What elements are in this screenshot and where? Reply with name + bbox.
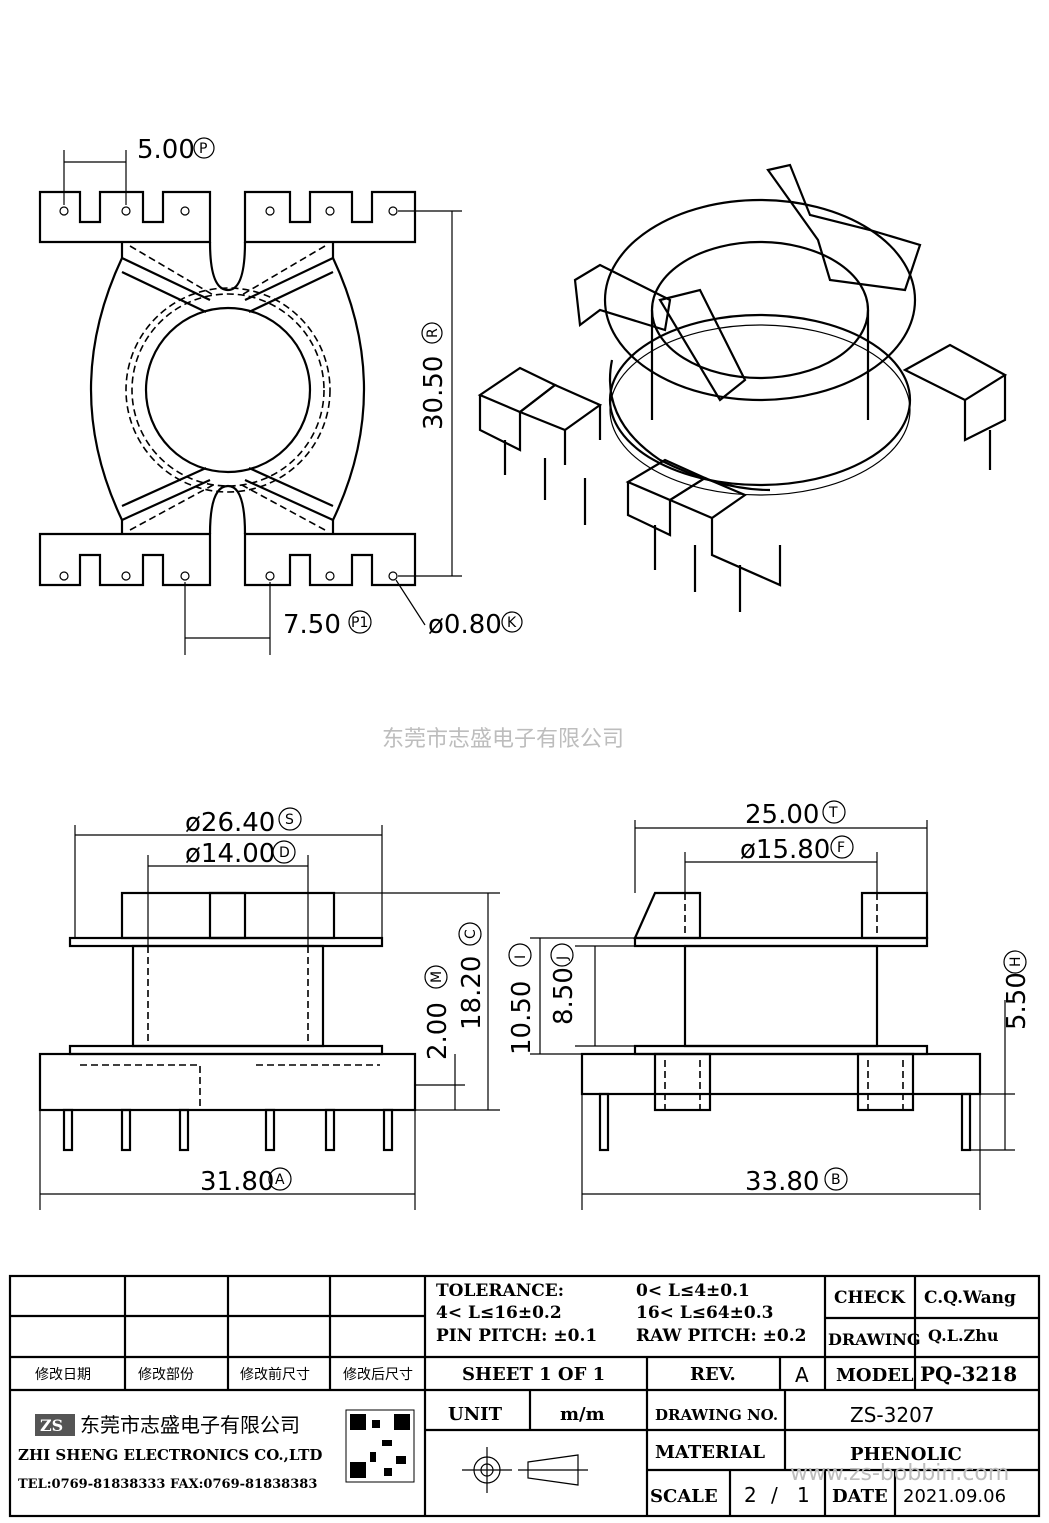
- sheet-info: SHEET 1 OF 1: [462, 1364, 605, 1385]
- drawing-no-value: ZS-3207: [850, 1403, 935, 1427]
- scale-label: SCALE: [650, 1486, 718, 1507]
- material-value: PHENOLIC: [850, 1444, 962, 1465]
- projection-symbol: [462, 1447, 588, 1493]
- dim-tag-t: T: [828, 805, 838, 821]
- tolerance-2: 4< L≤16±0.2: [436, 1303, 562, 1323]
- dim-tag-d: D: [279, 845, 290, 861]
- raw-pitch: RAW PITCH: ±0.2: [636, 1326, 806, 1346]
- drawing-value: Q.L.Zhu: [928, 1326, 999, 1345]
- dim-tag-k: K: [507, 615, 517, 631]
- side-view: 25.00 T ø15.80 F 10.50 I 8.50 J 5.50 H 3…: [507, 800, 1032, 1210]
- dim-tag-r: R: [425, 328, 441, 338]
- date-label: DATE: [832, 1486, 888, 1507]
- rev-header-after: 修改后尺寸: [343, 1367, 413, 1383]
- dim-width-t: 25.00: [745, 800, 819, 830]
- company-logo: ZS: [35, 1414, 75, 1436]
- dim-core-dia-d: ø14.00: [185, 839, 275, 869]
- dim-tag-f: F: [837, 840, 845, 856]
- dim-width-b: 33.80: [745, 1167, 819, 1197]
- svg-text:ZS: ZS: [40, 1416, 63, 1435]
- front-view: ø26.40 S ø14.00 D 18.20 C 2.00 M 31.80 A: [38, 807, 500, 1210]
- dim-tag-b: B: [831, 1172, 841, 1188]
- company-watermark: 东莞市志盛电子有限公司: [382, 727, 624, 752]
- scale-numerator: 2: [744, 1483, 757, 1507]
- dim-tag-p1: P1: [351, 615, 368, 631]
- top-view: 5.00 P 30.50 R 7.50 P1 ø0.80 K: [38, 135, 523, 655]
- check-value: C.Q.Wang: [924, 1288, 1016, 1308]
- qr-code: [345, 1409, 415, 1483]
- rev-header-before: 修改前尺寸: [240, 1366, 310, 1383]
- company-name-cn: 东莞市志盛电子有限公司: [80, 1413, 300, 1437]
- dim-pin-pitch-p: 5.00: [137, 135, 195, 165]
- scale-separator: /: [771, 1483, 778, 1507]
- rev-header-date: 修改日期: [35, 1367, 91, 1383]
- dim-tag-m: M: [429, 971, 445, 983]
- dim-height-i: 10.50: [507, 981, 537, 1055]
- rev-value: A: [795, 1363, 809, 1387]
- dim-height-r: 30.50: [419, 356, 449, 430]
- dim-tag-c: C: [463, 929, 479, 939]
- scale-denominator: 1: [797, 1483, 810, 1507]
- dim-window-j: 8.50: [549, 967, 579, 1025]
- dim-base-m: 2.00: [423, 1002, 453, 1060]
- dim-inner-dia-f: ø15.80: [740, 835, 830, 865]
- dim-tag-i: I: [513, 955, 529, 959]
- rev-label: REV.: [690, 1364, 736, 1385]
- dim-width-a: 31.80: [200, 1167, 274, 1197]
- tolerance-label: TOLERANCE:: [436, 1281, 564, 1301]
- dim-height-c: 18.20: [457, 956, 487, 1030]
- dim-tag-h: H: [1008, 956, 1024, 967]
- tolerance-3: 16< L≤64±0.3: [636, 1303, 774, 1323]
- dim-flange-dia-s: ø26.40: [185, 808, 275, 838]
- model-value: PQ-3218: [920, 1362, 1017, 1386]
- material-label: MATERIAL: [655, 1442, 765, 1463]
- isometric-view: [477, 163, 1008, 612]
- dim-tag-p: P: [199, 141, 207, 157]
- company-contact: TEL:0769-81838333 FAX:0769-81838383: [18, 1477, 317, 1492]
- rev-header-part: 修改部份: [138, 1367, 194, 1383]
- company-name-en: ZHI SHENG ELECTRONICS CO.,LTD: [18, 1446, 322, 1464]
- pin-pitch: PIN PITCH: ±0.1: [436, 1326, 597, 1346]
- dim-tag-j: J: [555, 956, 571, 961]
- unit-label: UNIT: [448, 1404, 503, 1425]
- check-label: CHECK: [834, 1288, 906, 1308]
- model-label: MODEL: [836, 1365, 914, 1386]
- website-watermark: www.zs-bobbin.com: [790, 1461, 1009, 1486]
- title-block: 修改日期 修改部份 修改前尺寸 修改后尺寸 TOLERANCE: 0< L≤4±…: [8, 1274, 1041, 1518]
- tolerance-1: 0< L≤4±0.1: [636, 1281, 750, 1301]
- dim-pin-pitch-p1: 7.50: [283, 610, 341, 640]
- date-value: 2021.09.06: [903, 1486, 1006, 1507]
- dim-tag-s: S: [285, 812, 294, 828]
- drawing-label: DRAWING: [828, 1330, 921, 1349]
- dim-pin-dia-k: ø0.80: [428, 610, 502, 640]
- dim-tag-a: A: [275, 1172, 285, 1188]
- dim-pin-len-h: 5.50: [1002, 972, 1032, 1030]
- drawing-no-label: DRAWING NO.: [655, 1406, 778, 1424]
- unit-value: m/m: [560, 1404, 605, 1425]
